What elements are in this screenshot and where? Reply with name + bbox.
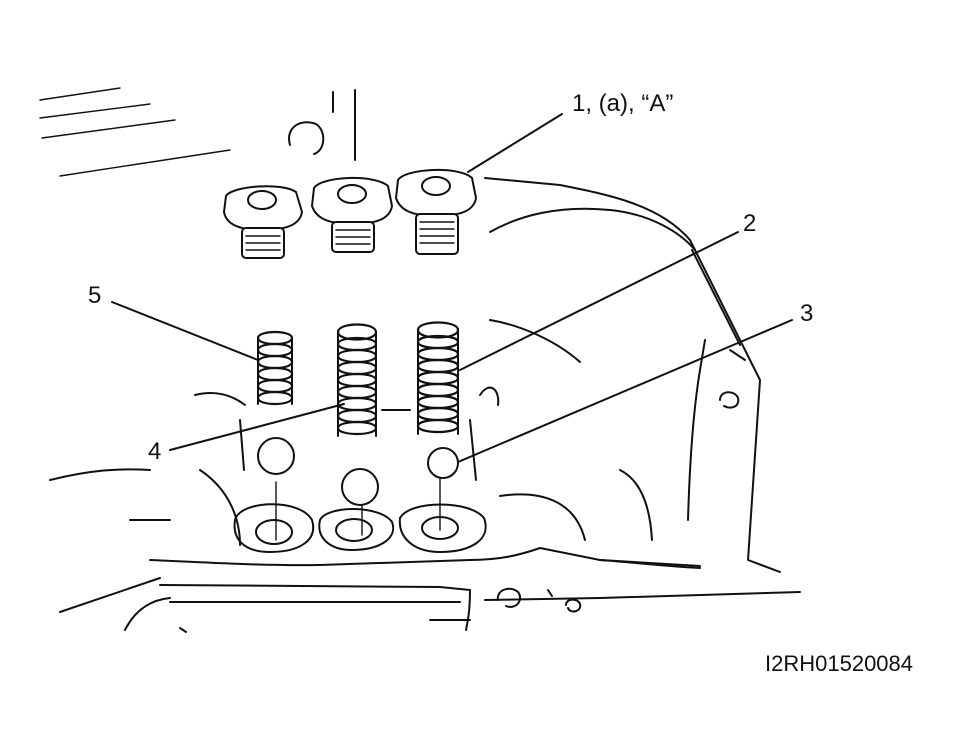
leader-4 (169, 403, 345, 451)
leader-3 (457, 319, 793, 463)
spring-4 (336, 323, 378, 437)
spring-2 (416, 321, 460, 435)
spring-5 (256, 330, 294, 406)
valve-body-housing (39, 87, 801, 633)
ball-3 (427, 447, 459, 479)
leader-1 (467, 113, 563, 173)
callout-1: 1, (a), “A” (572, 90, 674, 117)
figure-code: I2RH01520084 (765, 651, 914, 676)
callout-2: 2 (743, 210, 757, 237)
plug-right (395, 169, 477, 255)
leader-2 (459, 231, 739, 371)
ball-left (257, 437, 295, 475)
leader-5 (111, 301, 259, 361)
leader-lines (111, 113, 793, 463)
callout-3: 3 (800, 300, 814, 327)
callout-5: 5 (88, 282, 102, 309)
ball-middle (341, 468, 379, 506)
plug-left (223, 185, 303, 259)
plug-middle (311, 177, 393, 253)
callout-4: 4 (148, 438, 162, 465)
